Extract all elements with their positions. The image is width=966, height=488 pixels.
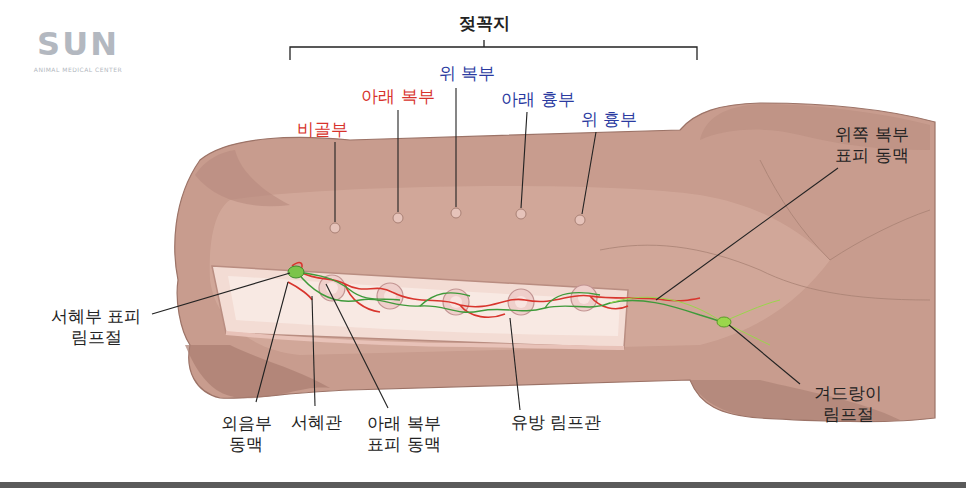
nipple-label: 아래 흉부 (501, 89, 574, 110)
logo-text: SUN (37, 24, 119, 64)
nipple-label: 아래 복부 (361, 86, 434, 107)
bottom-band (0, 482, 966, 488)
body-contour (760, 160, 930, 260)
anatomy-label: 서혜부 표피 림프절 (46, 306, 146, 349)
skin-flap (212, 266, 628, 348)
anatomy-label: 유방 림프관 (511, 412, 601, 433)
inguinal-lymph-node (288, 266, 304, 278)
anatomy-label: 서혜관 (291, 412, 342, 433)
nipples (330, 208, 585, 233)
hind-leg (195, 150, 290, 206)
anatomy-label: 아래 복부 표피 동맥 (362, 413, 446, 456)
anatomy-label: 겨드랑이 림프절 (809, 383, 887, 426)
mammary-glands (319, 275, 597, 315)
dog-body (175, 103, 935, 422)
skin-edge (226, 333, 624, 348)
hind-leg (185, 345, 330, 398)
anatomy-label: 외음부 동맥 (214, 413, 278, 456)
leader-lines (152, 88, 838, 410)
nipple-label: 위 복부 (439, 63, 495, 84)
nipple-label: 위 흉부 (581, 109, 637, 130)
lymph-vessels (297, 272, 780, 345)
logo-subtitle: ANIMAL MEDICAL CENTER (34, 66, 122, 74)
belly-shade (210, 186, 830, 355)
body-contour (600, 245, 930, 300)
bracket-label: 젖꼭지 (459, 13, 510, 34)
bracket (290, 40, 697, 60)
nipple-label: 비골부 (297, 119, 348, 140)
anatomy-label: 위쪽 복부 표피 동맥 (830, 124, 914, 167)
